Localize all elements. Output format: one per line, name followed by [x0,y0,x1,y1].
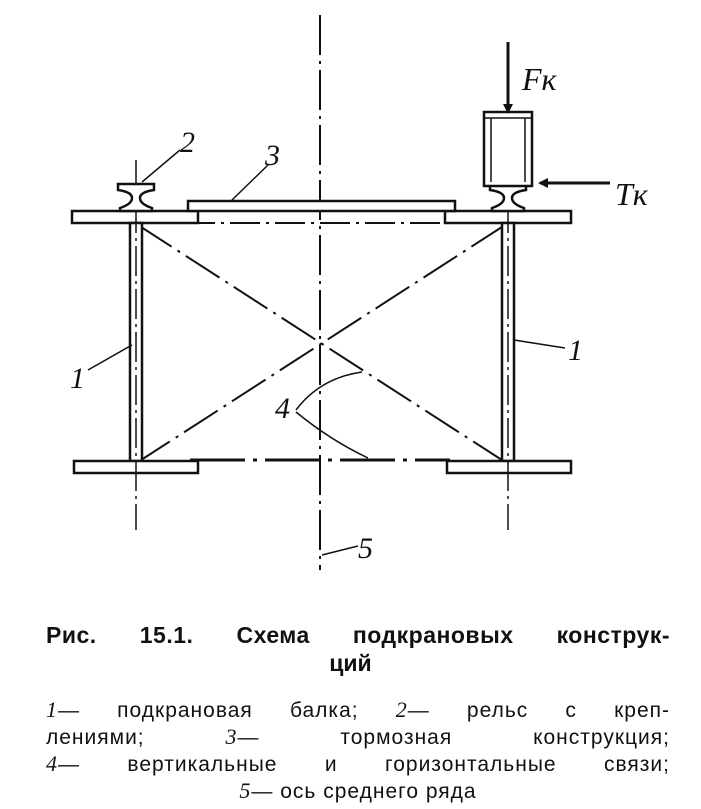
legend-num: 2 [395,697,408,722]
legend-line-1: 1— подкрановая балка; 2— рельс с креп- [46,697,670,723]
legend-text: — тормозная конструкция; [237,726,670,749]
caption-title: Рис. 15.1. Схема подкрановых конструк- [46,622,670,648]
leader-beam-right [513,339,566,349]
legend-line-2: лениями; 3— тормозная конструкция; [46,724,670,750]
legend-line-3: 4— вертикальные и горизонтальные связи; [46,751,670,777]
label-bracing: 4 [275,392,290,425]
right-rail [488,182,528,213]
legend-num: 5 [239,778,252,803]
label-force-horizontal: Tк [615,176,649,212]
left-rail [116,182,156,213]
label-brake: 3 [264,139,280,172]
crane-wheel [482,110,534,188]
label-rail: 2 [180,126,195,159]
right-crane-beam [443,160,573,530]
legend-line-4: 5— ось среднего ряда [46,778,670,804]
label-axis: 5 [358,532,373,565]
label-beam-left: 1 [70,362,85,395]
leader-brake [231,164,269,201]
legend-text: — вертикальные и горизонтальные связи; [58,753,670,776]
diagonal-brace-2 [137,224,506,463]
legend-num: 3 [225,724,238,749]
legend-num: 4 [46,751,58,776]
leader-rail [141,149,181,183]
legend-text: — рельс с креп- [407,699,670,722]
legend-text: — подкрановая балка; [58,699,396,722]
leader-bracing-1 [295,371,363,411]
leader-axis [321,545,359,556]
leader-beam-left [87,344,133,371]
legend-text: лениями; [46,726,226,749]
legend-text: — ось среднего ряда [251,780,477,803]
left-crane-beam [70,160,200,530]
legend-num: 1 [46,697,58,722]
crane-structure-diagram: 2 3 1 1 4 5 Fк Tк [70,15,649,570]
label-beam-right: 1 [568,334,583,367]
leader-bracing-2 [295,411,369,459]
brake-structure-plate [186,199,457,213]
caption-title-continued: ций [329,650,372,676]
label-force-vertical: Fк [521,61,558,97]
